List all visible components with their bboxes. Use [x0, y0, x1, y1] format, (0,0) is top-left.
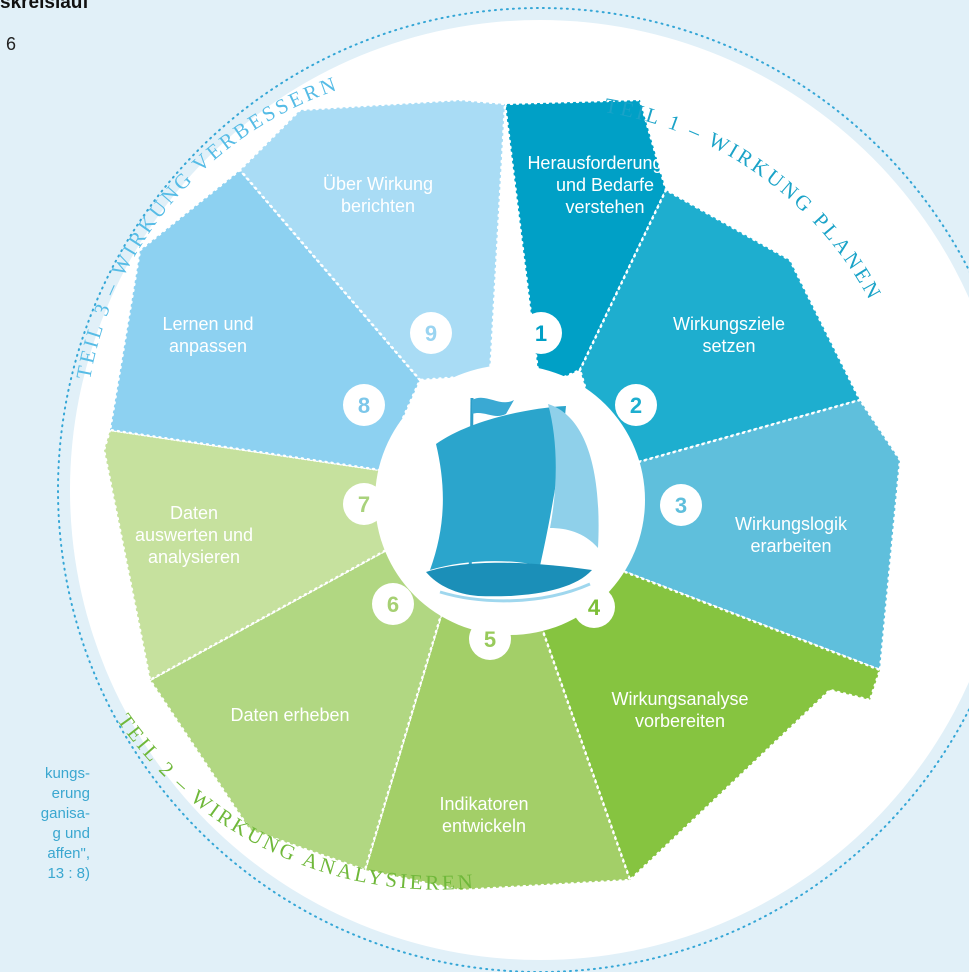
step-number-3: 3 [660, 484, 702, 526]
side-caption-line: g und [52, 825, 90, 842]
step-number-1: 1 [520, 312, 562, 354]
step-segment-6: Daten erheben [148, 546, 452, 872]
step-number-6: 6 [372, 583, 414, 625]
step-label: Wirkungslogik [735, 514, 848, 534]
step-label: auswerten und [135, 525, 253, 545]
step-number-badge [615, 384, 657, 426]
page-title: skreislauf [0, 0, 89, 13]
step-number-badge [343, 384, 385, 426]
step-number-badge [343, 483, 385, 525]
step-number-8: 8 [343, 384, 385, 426]
step-number-9: 9 [410, 312, 452, 354]
step-number-group: 1 2 3 4 5 6 7 8 9 [343, 312, 702, 660]
page-subtitle: 6 [6, 34, 17, 54]
step-wedge [608, 398, 902, 672]
step-number-text: 7 [358, 492, 370, 517]
step-label: Wirkungsziele [673, 314, 785, 334]
step-number-text: 3 [675, 493, 687, 518]
step-number-2: 2 [615, 384, 657, 426]
step-number-badge [660, 484, 702, 526]
step-label: setzen [702, 336, 755, 356]
step-label: berichten [341, 196, 415, 216]
step-label: Über Wirkung [323, 174, 433, 194]
step-label: und Bedarfe [556, 175, 654, 195]
step-number-text: 2 [630, 393, 642, 418]
step-label: verstehen [565, 197, 644, 217]
step-number-text: 1 [535, 321, 547, 346]
step-label: anpassen [169, 336, 247, 356]
side-caption-line: erung [51, 785, 90, 802]
side-caption-line: affen", [47, 845, 90, 862]
step-wedge [108, 168, 422, 472]
side-caption: kungs-erung ganisa-g und affen", 13 : 8) [0, 764, 90, 884]
step-number-4: 4 [573, 586, 615, 628]
step-label: entwickeln [442, 816, 526, 836]
sailing-ship-icon [426, 397, 599, 603]
step-label: Daten [170, 503, 218, 523]
step-number-badge [372, 583, 414, 625]
step-label: Lernen und [162, 314, 253, 334]
side-caption-line: ganisa- [40, 805, 90, 822]
side-caption-line: 13 : 8) [47, 865, 90, 882]
step-label: Indikatoren [439, 794, 528, 814]
step-wedge [148, 546, 452, 872]
step-label: vorbereiten [635, 711, 725, 731]
step-number-badge [573, 586, 615, 628]
step-number-text: 9 [425, 321, 437, 346]
step-label: Herausforderungen [527, 153, 682, 173]
outer-dotted-ring [57, 7, 969, 972]
step-number-badge [410, 312, 452, 354]
step-number-badge [520, 312, 562, 354]
step-number-5: 5 [469, 618, 511, 660]
step-label: analysieren [148, 547, 240, 567]
step-number-text: 8 [358, 393, 370, 418]
side-caption-line: kungs- [44, 765, 90, 782]
step-wedge [238, 98, 507, 382]
step-label: erarbeiten [750, 536, 831, 556]
step-number-text: 5 [484, 627, 496, 652]
step-number-text: 4 [588, 595, 601, 620]
step-label: Wirkungsanalyse [611, 689, 748, 709]
step-number-7: 7 [343, 483, 385, 525]
step-number-badge [469, 618, 511, 660]
step-label: Daten erheben [230, 705, 349, 725]
step-number-text: 6 [387, 592, 399, 617]
